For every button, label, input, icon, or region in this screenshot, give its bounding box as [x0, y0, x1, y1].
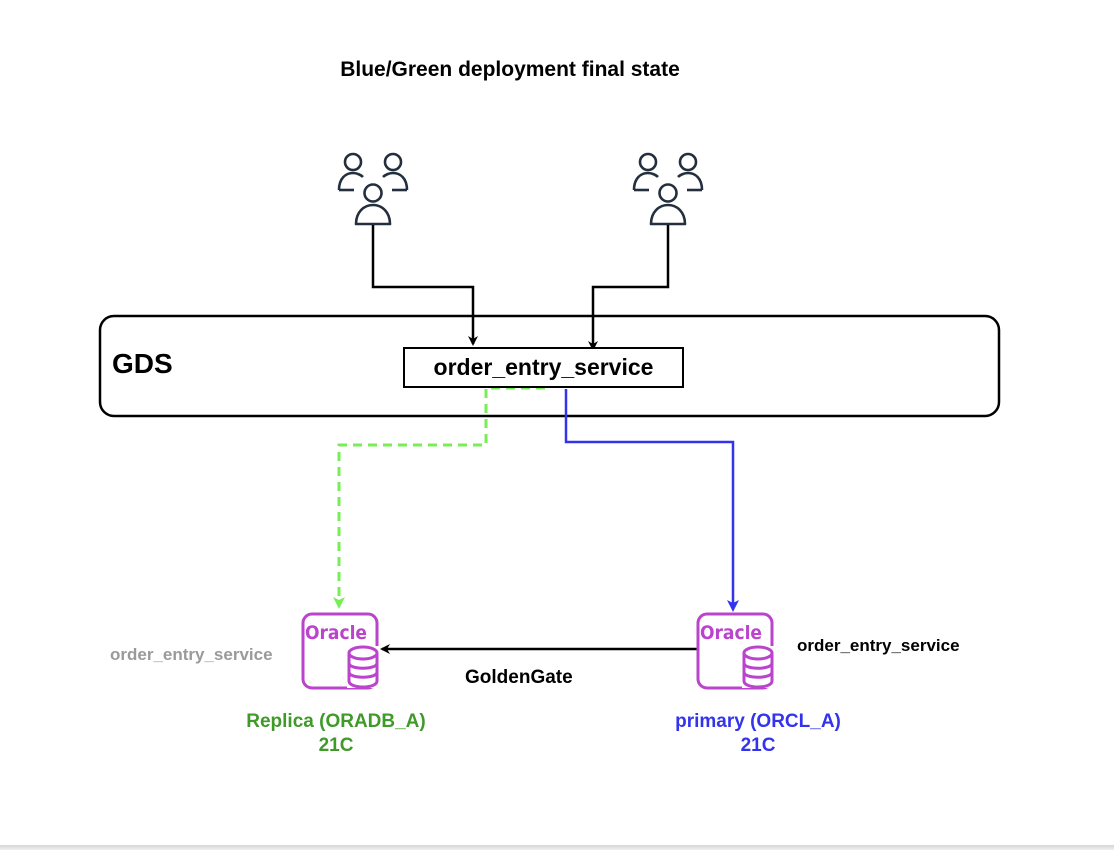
primary-service-label: order_entry_service	[797, 636, 960, 655]
diagram-title: Blue/Green deployment final state	[340, 58, 680, 81]
oracle-db-icon: Oracle	[696, 612, 774, 690]
oracle-logo-text: Oracle	[700, 622, 762, 644]
oracle-db-icon: Oracle	[301, 612, 379, 690]
primary-db-version: 21C	[740, 735, 776, 756]
order-entry-service-box[interactable]: order_entry_service	[403, 347, 684, 388]
primary-db-caption: primary (ORCL_A) 21C	[622, 710, 894, 758]
replica-route-connector	[333, 386, 545, 609]
users-group-icon	[337, 152, 409, 226]
service-name: order_entry_service	[433, 354, 654, 380]
primary-db-name: primary (ORCL_A)	[675, 711, 841, 732]
bottom-divider	[0, 845, 1114, 850]
goldengate-label: GoldenGate	[465, 667, 573, 688]
oracle-logo-text: Oracle	[305, 622, 367, 644]
gds-label: GDS	[112, 348, 173, 379]
replica-db-name: Replica (ORADB_A)	[246, 711, 426, 732]
replica-db-version: 21C	[318, 735, 354, 756]
replica-service-label: order_entry_service	[110, 645, 273, 664]
primary-route-connector	[564, 389, 739, 612]
users-group-icon	[632, 152, 704, 226]
users-left-connector	[371, 225, 478, 346]
users-right-connector	[588, 225, 670, 351]
replica-db-caption: Replica (ORADB_A) 21C	[200, 710, 472, 758]
